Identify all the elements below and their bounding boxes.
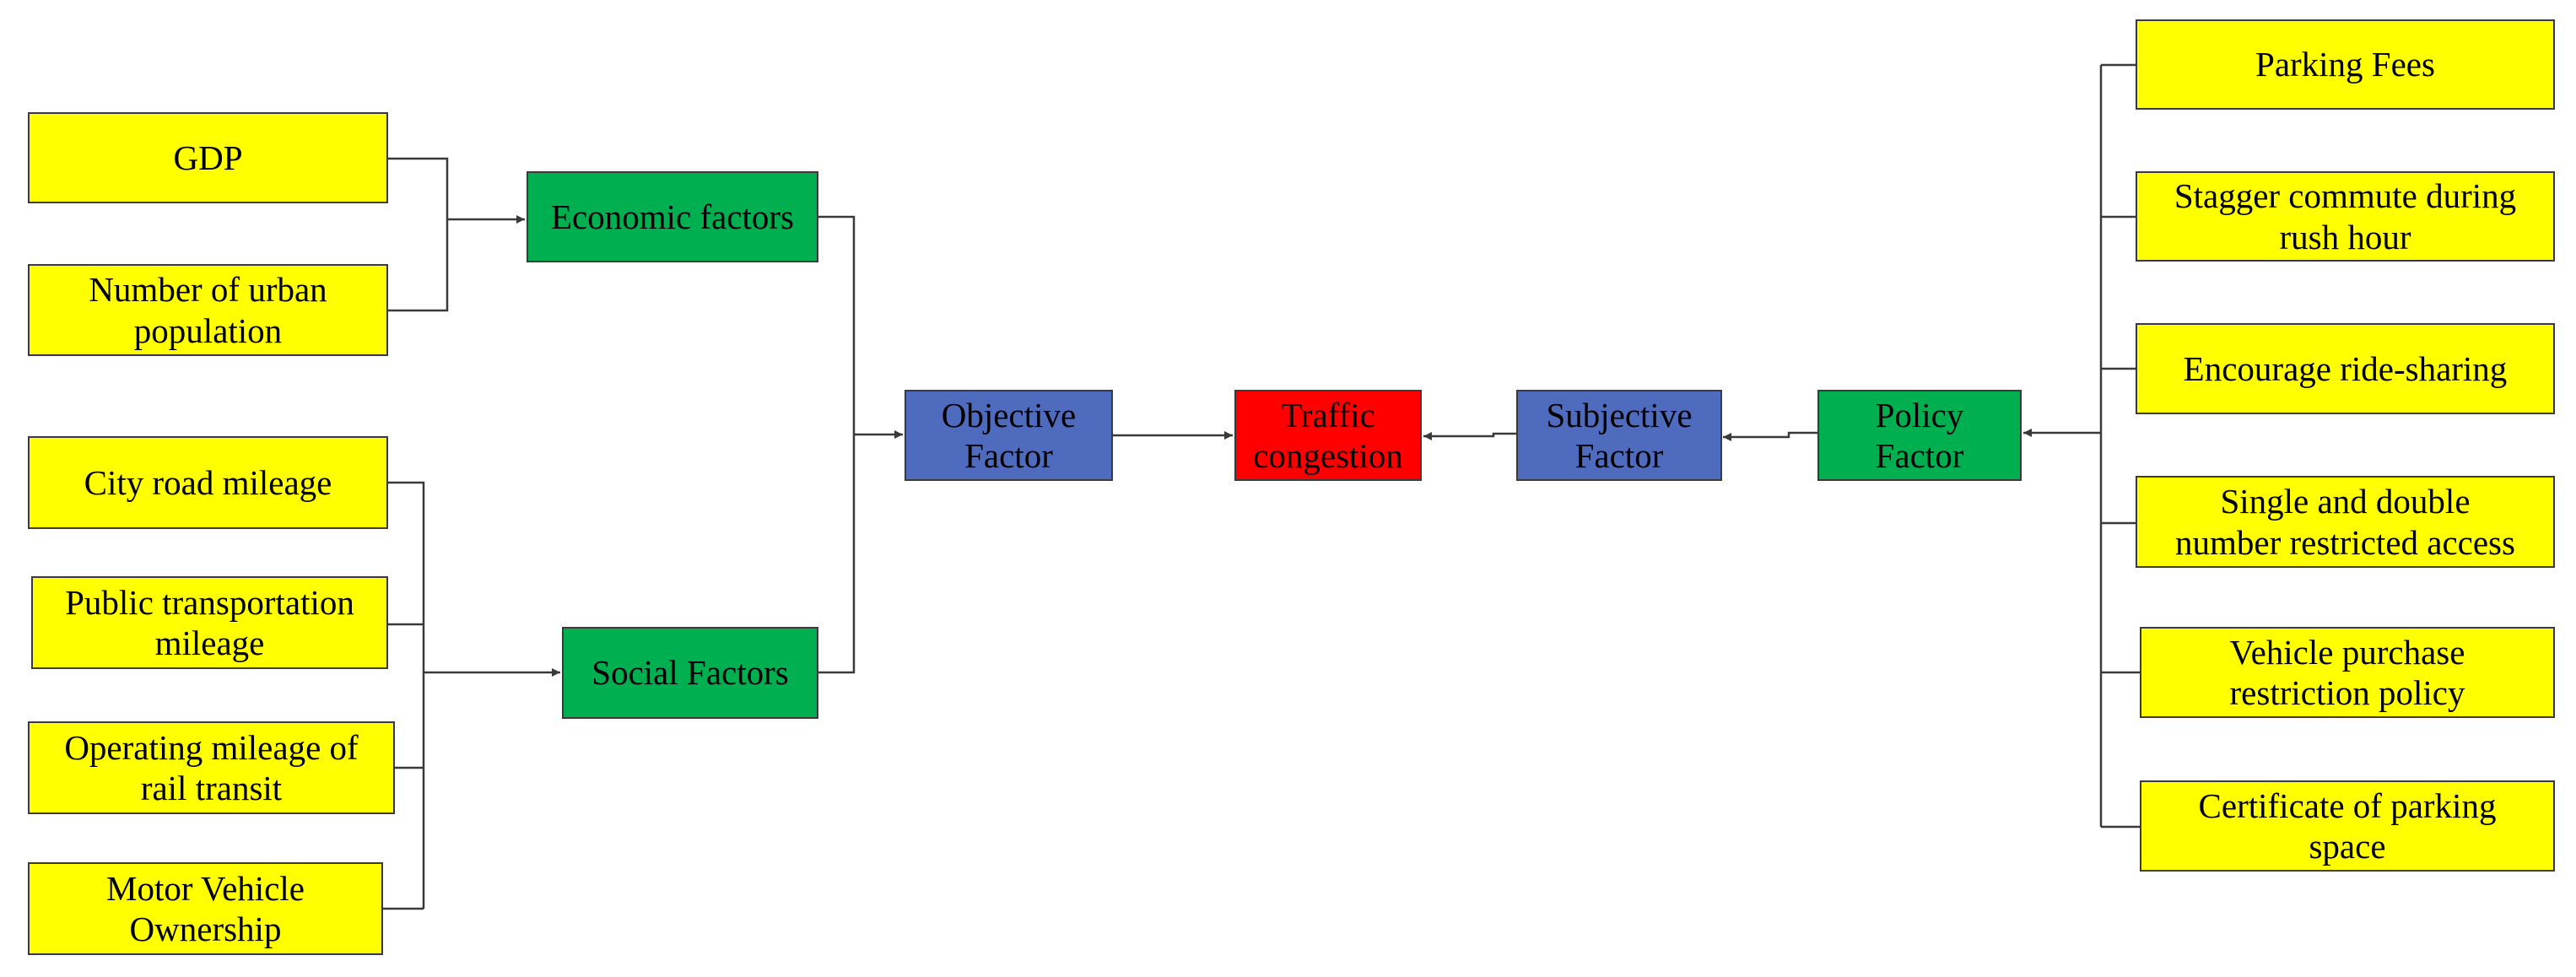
node-rail-transit-mileage: Operating mileage of rail transit xyxy=(28,721,395,814)
node-subjective-factor: Subjective Factor xyxy=(1516,390,1722,481)
node-restricted-access: Single and double number restricted acce… xyxy=(2136,476,2555,568)
node-urban-population: Number of urban population xyxy=(28,264,388,356)
node-stagger-commute: Stagger commute during rush hour xyxy=(2136,171,2555,262)
node-city-road-mileage: City road mileage xyxy=(28,436,388,529)
line-gdp xyxy=(388,157,449,219)
node-policy-factor: Policy Factor xyxy=(1817,390,2022,481)
arrow-subjective-to-center xyxy=(1423,432,1516,440)
line-urban-population xyxy=(388,219,449,312)
arrow-policy-to-subjective xyxy=(1723,431,1817,441)
line-economic-to-objective xyxy=(818,215,856,674)
node-traffic-congestion: Traffic congestion xyxy=(1234,390,1422,481)
node-ride-sharing: Encourage ride-sharing xyxy=(2136,323,2555,414)
node-economic-factors: Economic factors xyxy=(527,171,818,262)
node-objective-factor: Objective Factor xyxy=(905,390,1113,481)
node-social-factors: Social Factors xyxy=(562,627,818,719)
line-city-road xyxy=(388,481,425,909)
node-gdp: GDP xyxy=(28,112,388,203)
node-motor-vehicle-ownership: Motor Vehicle Ownership xyxy=(28,862,383,955)
node-purchase-restriction: Vehicle purchase restriction policy xyxy=(2140,627,2555,718)
node-parking-certificate: Certificate of parking space xyxy=(2140,780,2555,872)
node-parking-fees: Parking Fees xyxy=(2136,19,2555,110)
node-public-transportation-mileage: Public transportation mileage xyxy=(31,576,388,669)
